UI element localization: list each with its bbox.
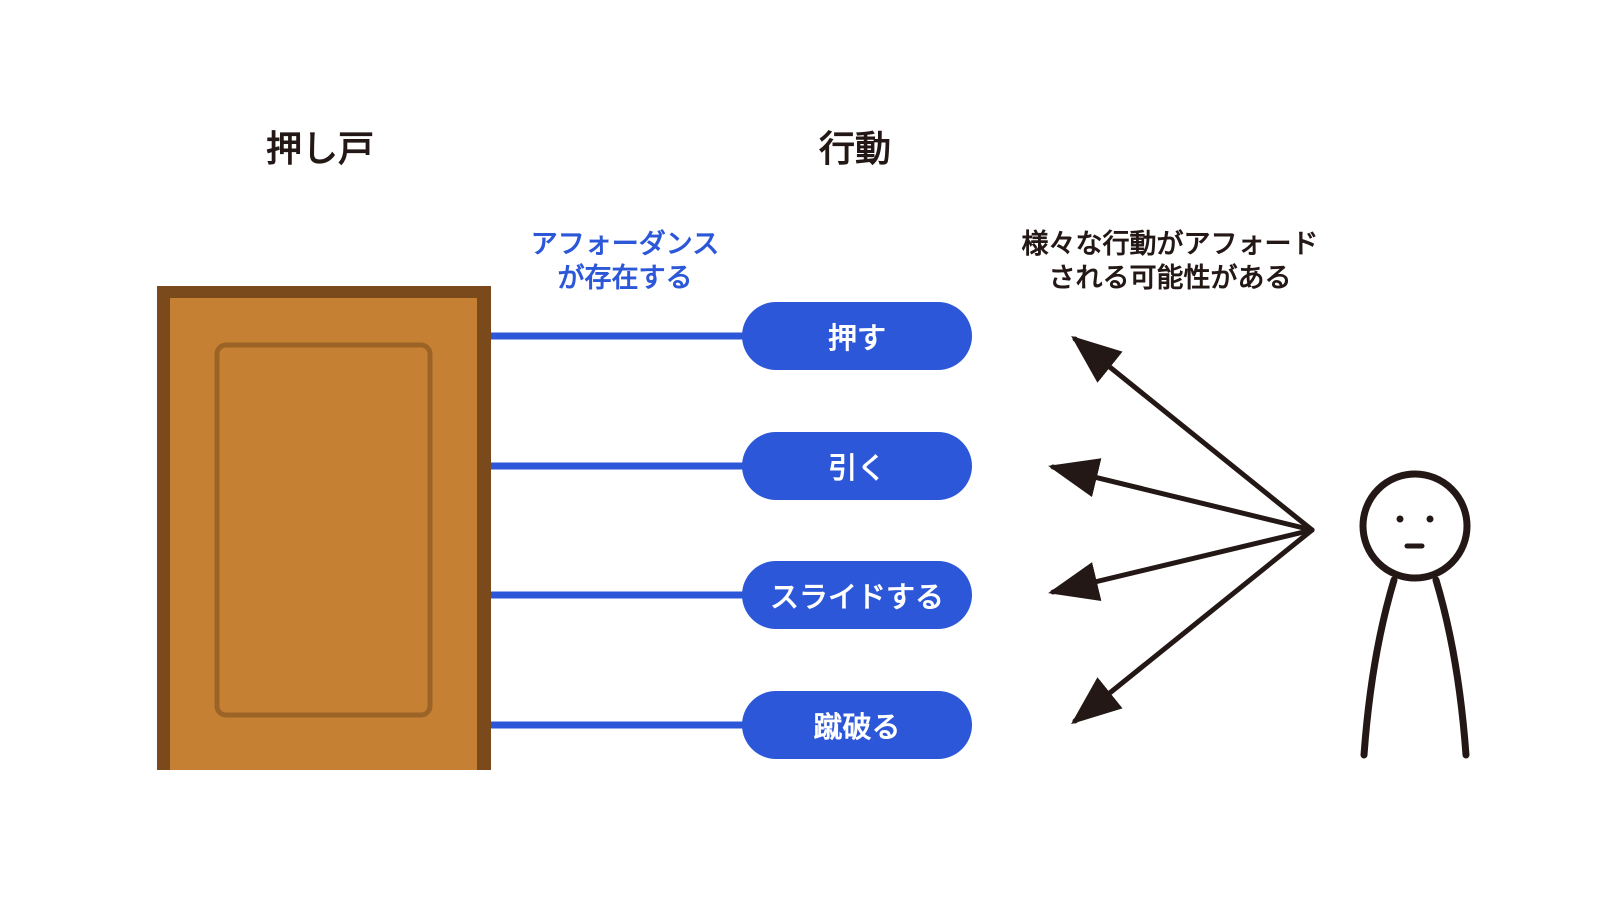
action-label: 押す xyxy=(827,321,886,355)
affordance-note-line1: アフォーダンス xyxy=(530,229,720,260)
person-icon xyxy=(1359,470,1471,759)
arrow-icon xyxy=(1048,527,1315,601)
affordance-note: アフォーダンス が存在する xyxy=(475,228,775,296)
door-icon xyxy=(157,286,491,770)
arrow-icon xyxy=(1071,335,1315,533)
action-slide-button[interactable]: スライドする xyxy=(742,561,972,629)
action-pull-button[interactable]: 引く xyxy=(742,432,972,500)
arrow-group xyxy=(1048,335,1315,725)
arrow-icon xyxy=(1048,458,1315,533)
action-label: 引く xyxy=(827,451,886,485)
person-note-line1: 様々な行動がアフォード xyxy=(1021,229,1319,260)
connector-lines xyxy=(491,332,760,729)
action-kick-button[interactable]: 蹴破る xyxy=(742,691,972,759)
action-label: スライドする xyxy=(769,580,944,614)
action-label: 蹴破る xyxy=(813,710,901,744)
door-heading: 押し戸 xyxy=(265,129,374,170)
arrow-icon xyxy=(1071,527,1315,725)
person-note: 様々な行動がアフォード される可能性がある xyxy=(990,228,1350,296)
action-push-button[interactable]: 押す xyxy=(742,302,972,370)
affordance-note-line2: が存在する xyxy=(557,262,693,294)
action-heading: 行動 xyxy=(818,129,891,170)
person-note-line2: される可能性がある xyxy=(1048,262,1292,294)
